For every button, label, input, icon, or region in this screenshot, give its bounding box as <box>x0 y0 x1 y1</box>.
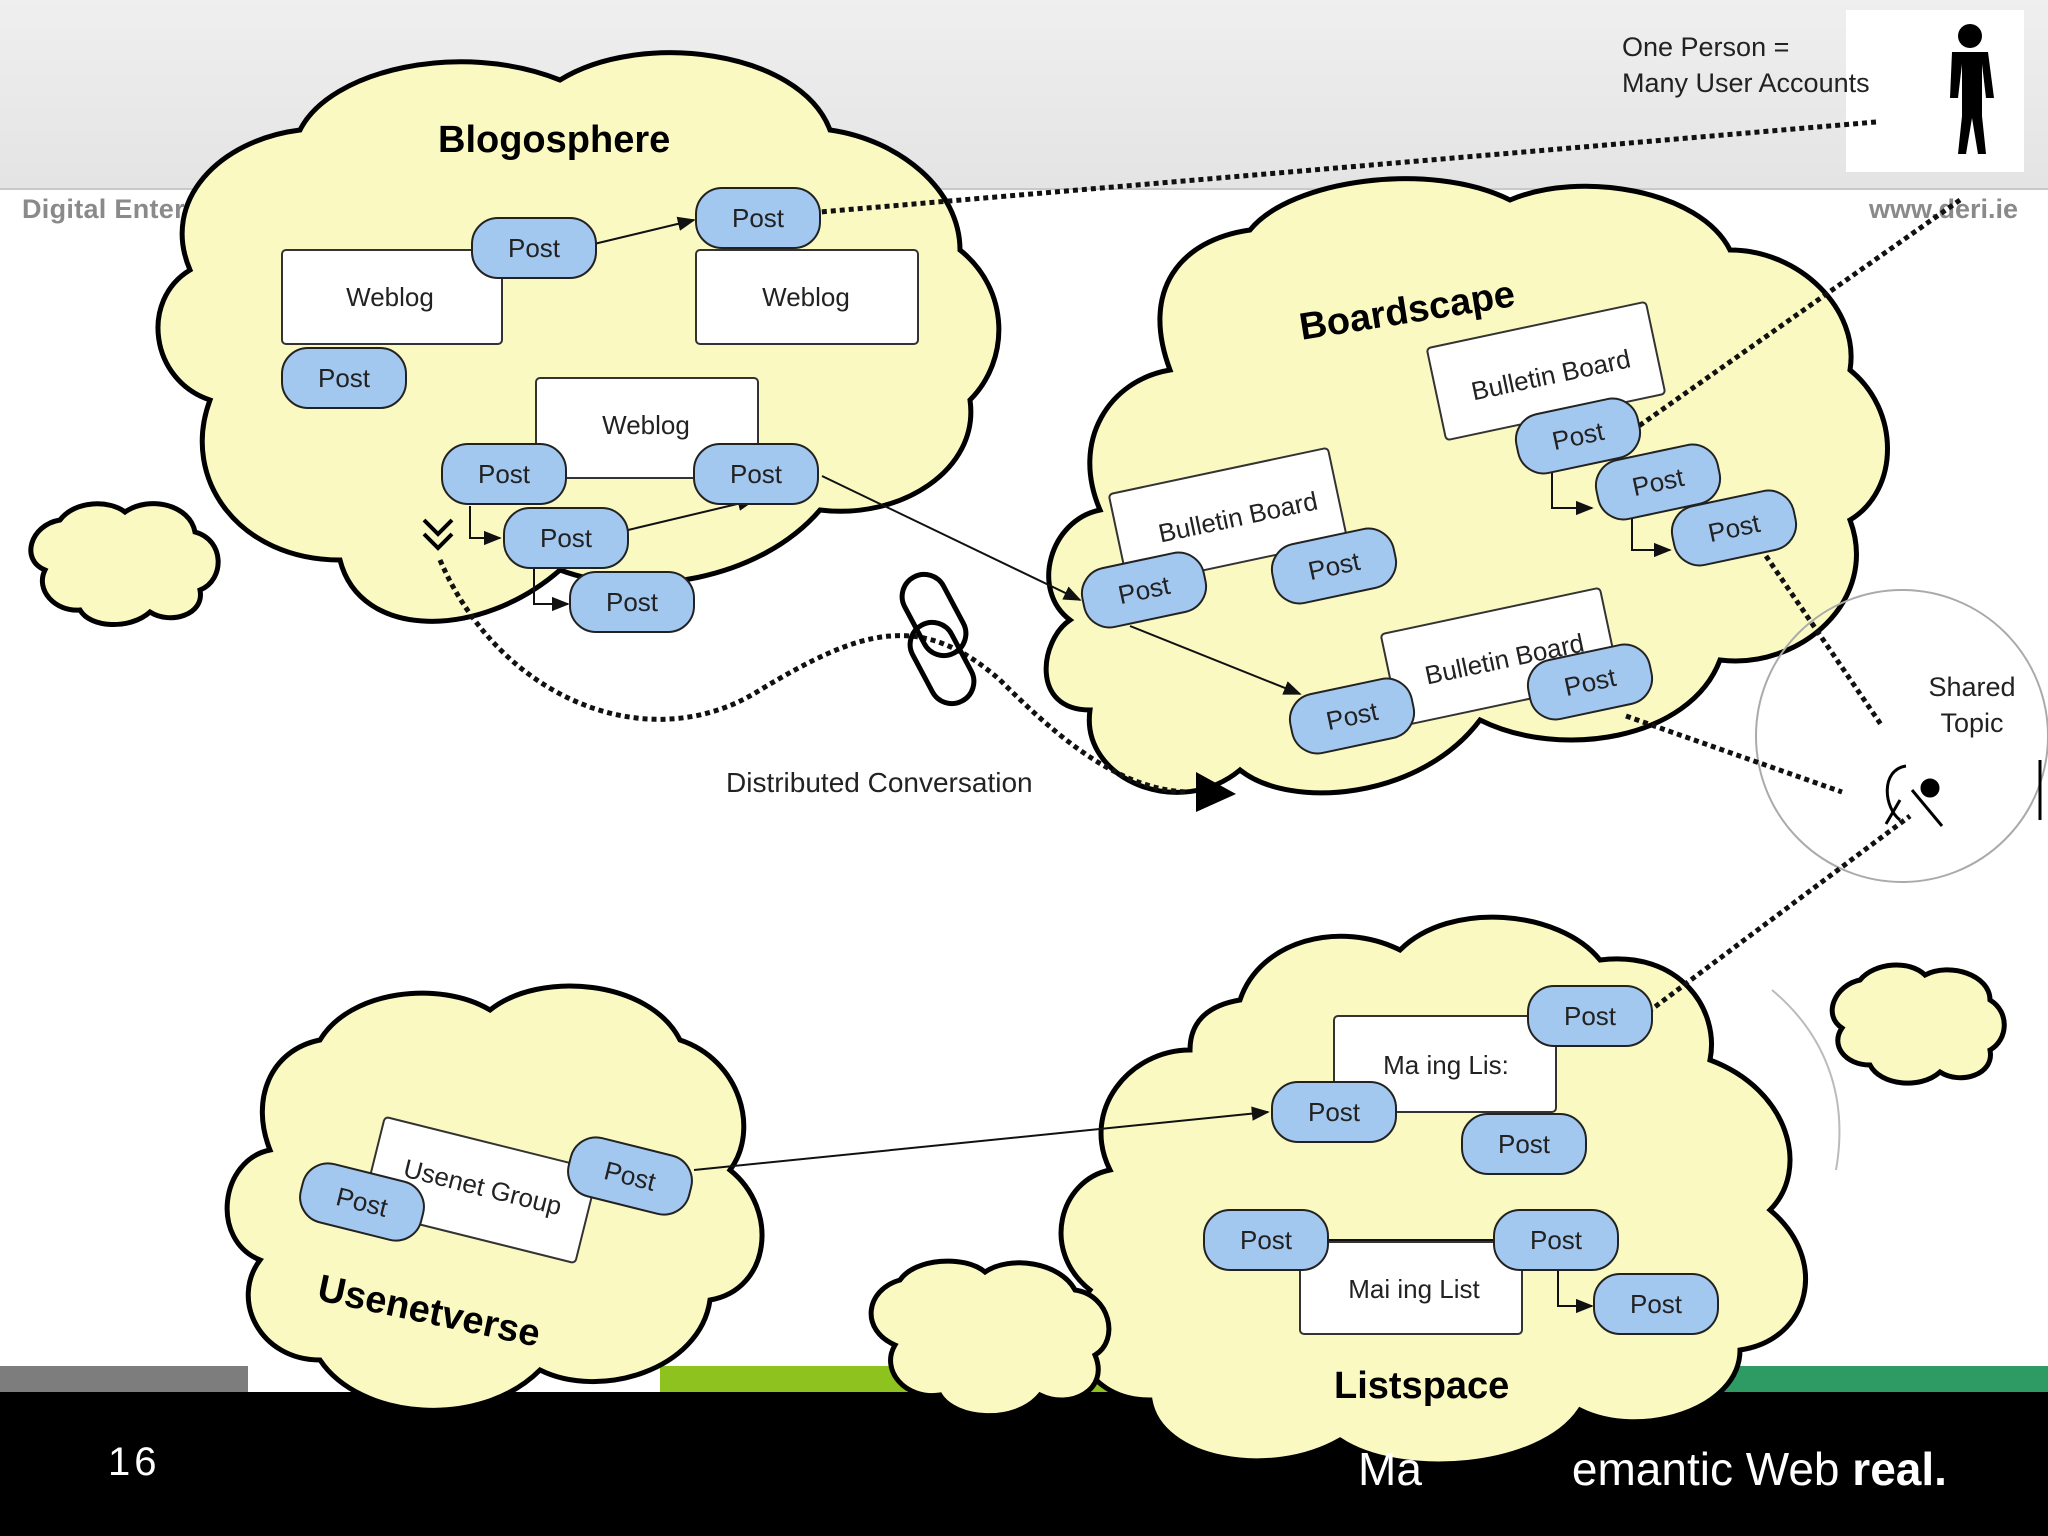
post-label: Post <box>1240 1225 1293 1255</box>
connector-board-2-posts-b <box>1631 518 1672 558</box>
connector-blog-post-5-post-6 <box>533 568 570 612</box>
footer-stripe-gray <box>0 1366 248 1392</box>
connector-blog-post-1-post-2 <box>593 216 696 245</box>
post-label: Post <box>732 203 785 233</box>
post-label: Post <box>1630 1289 1683 1319</box>
dotted-link-person-blog <box>819 119 1877 215</box>
cloud-boardscape <box>1043 176 1890 796</box>
cloud-title-blogosphere: Blogosphere <box>438 119 670 161</box>
post-label: Post <box>1564 1001 1617 1031</box>
post-label: Post <box>730 459 783 489</box>
post-node: Post <box>441 443 567 505</box>
post-node: Post <box>693 443 819 505</box>
weblog-box-2 <box>695 249 919 345</box>
post-node: Post <box>1080 551 1208 629</box>
dotted-link-person-board <box>1634 197 1962 431</box>
slide-number: 16 <box>108 1440 161 1484</box>
mailing-list-box-1 <box>1333 1015 1557 1113</box>
post-node: Post <box>1270 527 1398 605</box>
connector-board-2-posts-a <box>1551 472 1594 516</box>
post-label: Post <box>508 233 561 263</box>
cloud-small-bottom <box>868 1258 1112 1419</box>
person-icon-frame <box>1846 10 2024 172</box>
mailing-list-box-2 <box>1299 1241 1523 1335</box>
distributed-conversation-label: Distributed Conversation <box>726 767 1033 798</box>
footer-stripe-teal <box>1720 1366 2048 1392</box>
post-label: Post <box>1498 1129 1551 1159</box>
post-node: Post <box>299 1162 425 1242</box>
post-node: Post <box>1526 643 1654 721</box>
weblog-label-2: Weblog <box>762 282 850 312</box>
weblog-label-3: Weblog <box>602 410 690 440</box>
distributed-conversation-arrowhead <box>1196 772 1236 812</box>
post-node: Post <box>1493 1209 1619 1271</box>
post-node: Post <box>1527 985 1653 1047</box>
tagline-prefix: Ma <box>1358 1443 1422 1495</box>
person-icon <box>1950 24 1994 154</box>
post-node: Post <box>503 507 629 569</box>
chain-link-icon <box>899 571 977 707</box>
person-caption-line2: Many User Accounts <box>1622 68 1870 98</box>
post-label: Post <box>1308 1097 1361 1127</box>
slide-footer <box>0 1392 2048 1536</box>
shared-topic-icon <box>1884 760 2042 827</box>
post-node: Post <box>281 347 407 409</box>
dotted-link-board-topic-2 <box>1625 713 1843 795</box>
post-node: Post <box>1594 443 1722 521</box>
connector-board-1-board-3 <box>1129 625 1302 695</box>
post-label: Post <box>1530 1225 1583 1255</box>
dotted-link-list-topic <box>1646 813 1912 1015</box>
connector-blog-post-3-post-5 <box>469 506 502 546</box>
post-node: Post <box>569 571 695 633</box>
mailing-list-label-2: Mai ing List <box>1348 1274 1480 1304</box>
post-node: Post <box>1514 397 1642 475</box>
cloud-small-right <box>1829 962 2007 1086</box>
tagline-bold: real. <box>1852 1443 1947 1495</box>
cloud-title-listspace: Listspace <box>1334 1365 1509 1407</box>
post-node: Post <box>695 187 821 249</box>
shared-topic-line1: Shared <box>1928 672 2015 702</box>
mailing-list-label-1: Ma ing Lis: <box>1383 1050 1509 1080</box>
post-node: Post <box>1461 1113 1587 1175</box>
weblog-label-1: Weblog <box>346 282 434 312</box>
post-label: Post <box>478 459 531 489</box>
distributed-conversation-path <box>437 559 1189 795</box>
post-node: Post <box>567 1136 693 1216</box>
post-label: Post <box>318 363 371 393</box>
shared-topic-line2: Topic <box>1940 708 2003 738</box>
post-node: Post <box>471 217 597 279</box>
connector-usenet-list <box>693 1106 1270 1171</box>
shared-topic-circle <box>1755 589 2048 883</box>
post-node: Post <box>1271 1081 1397 1143</box>
post-label: Post <box>606 587 659 617</box>
post-node: Post <box>1593 1273 1719 1335</box>
post-node: Post <box>1670 489 1798 567</box>
usenet-group-box <box>361 1116 599 1264</box>
cloud-small-left <box>28 501 221 627</box>
double-chevron-icon <box>422 518 454 551</box>
shared-topic-arc <box>1771 989 1841 1171</box>
dotted-link-board-topic-1 <box>1763 554 1885 728</box>
weblog-box-1 <box>281 249 503 345</box>
footer-tagline: Ma emantic Web real. <box>1358 1442 1947 1496</box>
person-caption-line1: One Person = <box>1622 32 1789 62</box>
post-node: Post <box>1203 1209 1329 1271</box>
connector-list2-post-reply <box>1557 1270 1594 1314</box>
post-label: Post <box>540 523 593 553</box>
post-node: Post <box>1288 677 1416 755</box>
connector-blog-board <box>821 475 1082 601</box>
tagline-middle: emantic Web <box>1571 1443 1853 1495</box>
